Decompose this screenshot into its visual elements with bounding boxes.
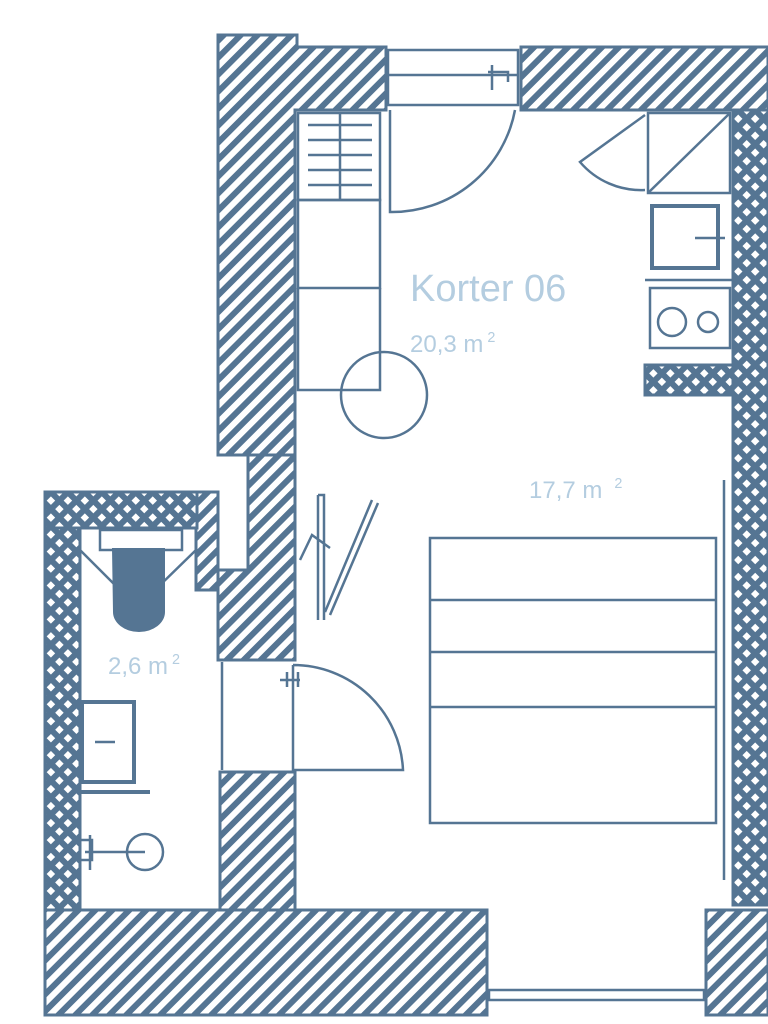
door-handle-icon [280, 672, 300, 687]
wall-left-middle [216, 453, 297, 662]
wall-bath-left [43, 526, 82, 912]
kitchen-counter-end [643, 363, 735, 397]
fridge-door-swing [578, 113, 646, 192]
bathroom-door-swing [291, 663, 405, 772]
tap-icon [695, 232, 725, 244]
toilet-bowl [112, 548, 165, 632]
room-area-living: 17,7 m 2 [529, 476, 622, 505]
stove-burner [656, 306, 688, 338]
stove-burner [696, 310, 720, 334]
wardrobe [296, 198, 382, 290]
bathroom-sink [80, 700, 136, 784]
wall-bath-top [43, 490, 199, 530]
wall-bath-notch [194, 490, 220, 592]
apartment-title: Korter 06 [410, 268, 567, 310]
window-bottom [487, 988, 706, 1002]
door-handle-icon [488, 65, 510, 90]
room-area-value: 2,6 m [108, 653, 169, 681]
wall-right [731, 108, 768, 907]
bed [428, 536, 718, 825]
toilet-tank [98, 528, 184, 552]
wall-left-lower [218, 770, 297, 912]
area-superscript: 2 [614, 476, 623, 492]
room-area-value: 17,7 m [529, 477, 603, 505]
wall-top-left [216, 33, 388, 457]
wall-bottom-left [43, 908, 489, 1017]
wall-bottom-right [704, 908, 768, 1017]
entry-door-swing [388, 109, 517, 214]
stove [648, 286, 732, 350]
window-casement [298, 493, 380, 620]
fridge [646, 111, 732, 195]
wardrobe-outline [296, 288, 382, 392]
area-superscript: 2 [487, 330, 496, 346]
area-superscript: 2 [172, 652, 181, 668]
shelf-lines-icon [308, 113, 372, 200]
wall-top-right [519, 45, 768, 112]
window-top [386, 48, 520, 107]
total-area-value: 20,3 m [410, 331, 484, 359]
shower-head-icon [80, 835, 145, 870]
turning-circle [339, 350, 429, 440]
